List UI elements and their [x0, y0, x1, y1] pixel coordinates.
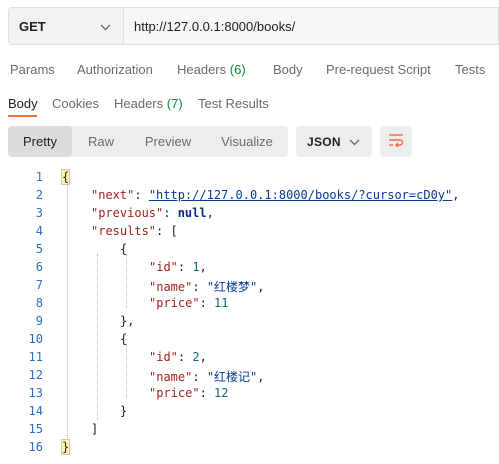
tab-headers-count: (6) [229, 62, 246, 77]
tab-params[interactable]: Params [10, 62, 55, 77]
indent-guide [126, 254, 127, 308]
indent-guide [97, 254, 98, 420]
json-key: "next" [91, 188, 135, 202]
code-line: 13 "price": 12 [0, 384, 499, 402]
view-preview-button[interactable]: Preview [144, 134, 192, 149]
json-number: 1 [192, 260, 200, 274]
code-line: 10 { [0, 330, 499, 348]
json-null: null [177, 206, 207, 220]
next-link[interactable]: "http://127.0.0.1:8000/books/?cursor=cD0… [148, 188, 453, 202]
wrap-lines-button[interactable] [380, 126, 412, 157]
code-line: 16 } [0, 438, 499, 456]
code-line: 3 "previous": null, [0, 204, 499, 222]
line-number: 16 [28, 440, 43, 454]
wrap-lines-icon [388, 133, 404, 150]
line-number: 6 [35, 260, 43, 274]
code-line: 6 "id": 1, [0, 258, 499, 276]
chevron-down-icon [349, 134, 360, 149]
tab-tests[interactable]: Tests [455, 62, 486, 77]
response-tab-headers-label: Headers [114, 96, 164, 111]
json-key: "name" [149, 280, 193, 294]
code-line: 2 "next": "http://127.0.0.1:8000/books/?… [0, 186, 499, 204]
indent-guide [67, 182, 68, 452]
url-input[interactable]: http://127.0.0.1:8000/books/ [124, 8, 498, 44]
code-line: 14 } [0, 402, 499, 420]
request-tabs: Params Authorization Headers (6) Body Pr… [0, 56, 499, 84]
code-line: 1 { [0, 168, 499, 186]
line-number: 13 [28, 386, 43, 400]
tab-pre-request-script[interactable]: Pre-request Script [326, 62, 431, 77]
json-key: "name" [149, 370, 193, 384]
view-visualize-button[interactable]: Visualize [221, 134, 273, 149]
json-key: "price" [149, 386, 200, 400]
line-number: 9 [35, 314, 43, 328]
code-line: 7 "name": "红楼梦", [0, 276, 499, 294]
code-line: 9 }, [0, 312, 499, 330]
line-number: 10 [28, 332, 43, 346]
tab-headers-label: Headers [177, 62, 227, 77]
json-number: 2 [192, 350, 200, 364]
code-line: 11 "id": 2, [0, 348, 499, 366]
line-number: 7 [35, 278, 43, 292]
json-key: "id" [149, 260, 178, 274]
line-number: 15 [28, 422, 43, 436]
json-number: 12 [214, 386, 229, 400]
view-raw-button[interactable]: Raw [87, 134, 114, 149]
active-tab-indicator [8, 115, 37, 117]
request-bar: GET http://127.0.0.1:8000/books/ [8, 7, 499, 45]
tab-body[interactable]: Body [273, 62, 303, 77]
line-number: 5 [35, 242, 43, 256]
line-number: 14 [28, 404, 43, 418]
line-number: 8 [35, 296, 43, 310]
response-tab-cookies[interactable]: Cookies [52, 96, 99, 111]
chevron-down-icon [100, 19, 111, 34]
line-number: 11 [28, 350, 43, 364]
json-key: "price" [149, 296, 200, 310]
response-tab-test-results[interactable]: Test Results [198, 96, 269, 111]
line-number: 3 [35, 206, 43, 220]
method-label: GET [19, 18, 46, 34]
line-number: 12 [28, 368, 43, 382]
code-line: 5 { [0, 240, 499, 258]
format-label: JSON [307, 134, 341, 149]
response-tab-headers[interactable]: Headers (7) [114, 96, 183, 111]
view-pretty-button[interactable]: Pretty [8, 126, 72, 157]
response-tab-headers-count: (7) [166, 96, 183, 111]
code-line: 15 ] [0, 420, 499, 438]
indent-guide [126, 344, 127, 398]
view-mode-switch: Pretty Raw Preview Visualize [8, 126, 288, 157]
json-key: "results" [91, 224, 157, 238]
tab-headers[interactable]: Headers (6) [177, 62, 246, 77]
json-string: "红楼记" [206, 370, 258, 384]
json-number: 11 [214, 296, 229, 310]
json-key: "previous" [91, 206, 164, 220]
code-line: 4 "results": [ [0, 222, 499, 240]
url-text: http://127.0.0.1:8000/books/ [134, 18, 296, 34]
line-number: 2 [35, 188, 43, 202]
method-select[interactable]: GET [9, 8, 124, 44]
response-tab-body[interactable]: Body [8, 96, 38, 111]
format-select[interactable]: JSON [296, 126, 372, 157]
tab-authorization[interactable]: Authorization [77, 62, 153, 77]
json-string: "红楼梦" [206, 280, 258, 294]
code-line: 12 "name": "红楼记", [0, 366, 499, 384]
json-key: "id" [149, 350, 178, 364]
line-number: 1 [35, 170, 43, 184]
code-line: 8 "price": 11 [0, 294, 499, 312]
response-tabs: Body Cookies Headers (7) Test Results [0, 92, 499, 118]
line-number: 4 [35, 224, 43, 238]
